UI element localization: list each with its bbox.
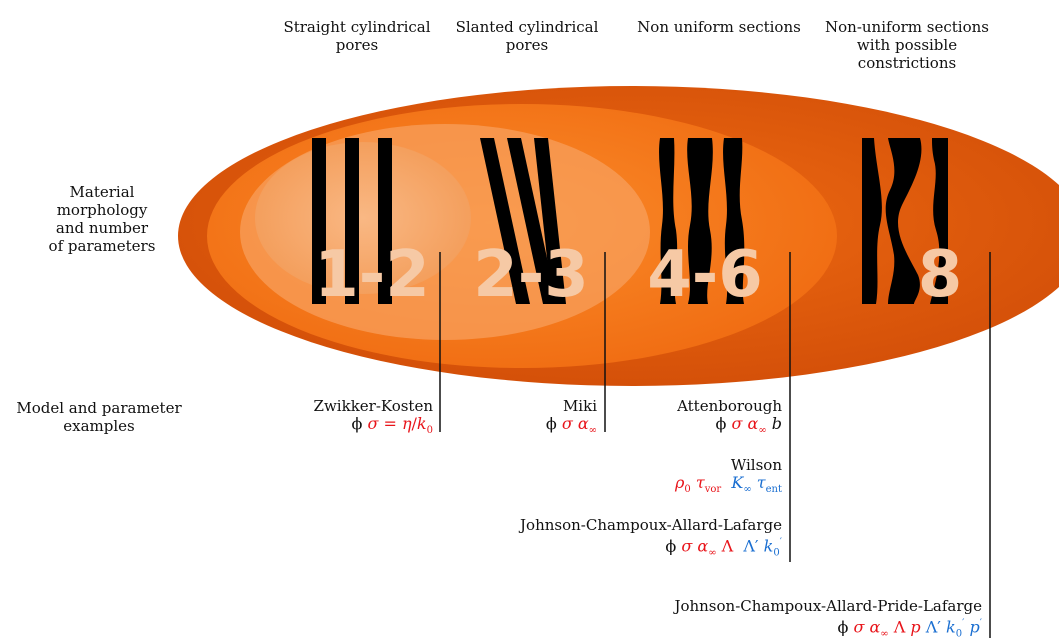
row-label-models: Model and parameter examples — [16, 399, 182, 435]
count-8: 8 — [918, 238, 963, 312]
model-jcapl: Johnson-Champoux-Allard-Pride-Lafarge ϕ … — [674, 597, 982, 638]
row-label-morphology: Material morphology and number of parame… — [48, 183, 156, 255]
model-name: Miki — [562, 397, 597, 415]
count-4-6: 4-6 — [647, 238, 763, 312]
header-straight-pores: Straight cylindrical pores — [283, 18, 431, 54]
core-ellipse — [255, 142, 471, 294]
count-1-2: 1-2 — [314, 238, 430, 312]
model-miki: Miki ϕ σ α∞ — [546, 397, 597, 440]
model-name: Wilson — [730, 456, 782, 474]
model-parameters: ϕ σ α∞ b — [715, 414, 782, 437]
slanted-pores-icon — [480, 138, 566, 304]
model-parameters: ϕ σ α∞ Λ p Λ′ k0′ p′ — [837, 617, 982, 638]
connector-lines — [439, 252, 991, 638]
model-wilson: Wilson ρ0 τvor K∞ τent — [675, 456, 782, 499]
model-jcal: Johnson-Champoux-Allard-Lafarge ϕ σ α∞ Λ… — [520, 516, 782, 563]
model-name: Johnson-Champoux-Allard-Pride-Lafarge — [674, 597, 982, 615]
model-parameters: ϕ σ = η/k0 — [351, 414, 433, 437]
header-slanted-pores: Slanted cylindrical pores — [455, 18, 599, 54]
model-name: Johnson-Champoux-Allard-Lafarge — [520, 516, 782, 534]
model-parameters: ρ0 τvor K∞ τent — [675, 473, 782, 496]
model-parameters: ϕ σ α∞ — [545, 414, 597, 437]
constricted-pores-icon — [862, 138, 948, 304]
count-2-3: 2-3 — [473, 238, 589, 312]
model-name: Zwikker-Kosten — [313, 397, 433, 415]
model-zwikker-kosten: Zwikker-Kosten ϕ σ = η/k0 — [314, 397, 433, 440]
header-constricted-sections: Non-uniform sections with possible const… — [825, 18, 989, 72]
header-non-uniform-sections: Non uniform sections — [637, 18, 801, 36]
straight-pores-icon — [312, 138, 392, 304]
model-parameters: ϕ σ α∞ Λ Λ′ k0′ — [665, 536, 782, 559]
non-uniform-pores-icon — [659, 138, 745, 304]
model-name: Attenborough — [677, 397, 782, 415]
model-attenborough: Attenborough ϕ σ α∞ b — [677, 397, 782, 440]
